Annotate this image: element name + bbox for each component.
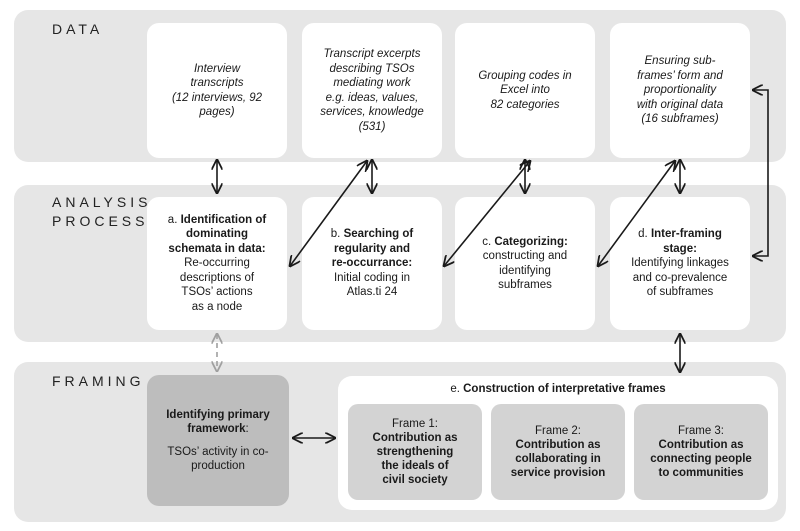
- step-text: and co-prevalence: [632, 271, 728, 284]
- step-title: dominating: [186, 228, 248, 241]
- frame-2-box: Frame 2: Contribution as collaborating i…: [491, 404, 625, 500]
- data-box-4-line: proportionality: [643, 84, 717, 97]
- data-box-2-line: mediating work: [333, 77, 411, 89]
- frame-1-box: Frame 1: Contribution as strengthening t…: [348, 404, 482, 500]
- step-text: Atlas.ti 24: [346, 286, 398, 299]
- data-box-4-line: with original data: [636, 98, 724, 111]
- step-text: Re-occurring: [184, 257, 250, 270]
- data-box-3-line: Grouping codes in: [478, 69, 572, 82]
- step-text: as a node: [191, 300, 243, 313]
- data-box-ensuring-subframes: Ensuring sub- frames’ form and proportio…: [610, 23, 750, 158]
- primary-text: production: [191, 460, 245, 472]
- data-box-transcript-excerpts: Transcript excerpts describing TSOs medi…: [302, 23, 442, 158]
- arrow-diagonal-3: [598, 161, 675, 266]
- frame-title: strengthening: [376, 446, 454, 458]
- data-box-interview-transcripts: Interview transcripts (12 interviews, 92…: [147, 23, 287, 158]
- step-text: of subframes: [646, 286, 714, 299]
- frame-label: Frame 1:: [391, 418, 438, 430]
- analysis-box-a: a. Identification of dominating schemata…: [147, 197, 287, 330]
- analysis-band-label: ANALYSIS PROCESS: [52, 194, 152, 229]
- framing-band-label: FRAMING: [52, 373, 145, 389]
- frames-title-text: Construction of interpretative frames: [463, 383, 666, 395]
- data-box-1-line: Interview: [193, 62, 241, 75]
- frames-title-prefix: e.: [450, 383, 464, 395]
- frame-title: connecting people: [650, 453, 752, 465]
- step-text: TSOs’ actions: [181, 286, 253, 299]
- data-box-2-line: Transcript excerpts: [323, 48, 421, 60]
- frames-title: e. Construction of interpretative frames: [338, 383, 778, 395]
- data-box-2-line: e.g. ideas, values,: [325, 91, 419, 104]
- frame-label: Frame 3:: [677, 425, 724, 437]
- data-box-1-line: pages): [199, 106, 235, 118]
- frame-title: service provision: [510, 467, 606, 479]
- primary-title: Identifying primary: [166, 408, 270, 421]
- arrow-diagonal-1: [290, 161, 367, 266]
- primary-text: TSOs’ activity in co-: [167, 445, 269, 458]
- frame-label: Frame 2:: [534, 425, 581, 437]
- frame-title: to communities: [658, 467, 744, 479]
- frame-title: Contribution as: [658, 439, 744, 451]
- step-text: Initial coding in: [333, 271, 411, 284]
- data-band-label: DATA: [52, 21, 104, 37]
- data-box-2-line: services, knowledge: [320, 106, 424, 118]
- arrow-diagonal-2: [444, 161, 530, 266]
- step-title: schemata in data:: [168, 242, 266, 255]
- data-box-2-line: describing TSOs: [329, 62, 415, 75]
- frame-title: Contribution as: [372, 432, 458, 444]
- data-box-1-line: transcripts: [190, 77, 244, 89]
- data-box-3-line: 82 categories: [490, 98, 560, 111]
- frame-title: the ideals of: [381, 460, 449, 472]
- frame-3-box: Frame 3: Contribution as connecting peop…: [634, 404, 768, 500]
- primary-colon: :: [245, 423, 249, 435]
- data-box-2-line: (531): [358, 120, 386, 133]
- data-box-1-line: (12 interviews, 92: [171, 91, 263, 104]
- primary-title-row: framework:: [187, 422, 248, 437]
- analysis-a-heading: a. Identification of: [168, 213, 266, 228]
- step-prefix: a.: [167, 213, 181, 226]
- step-title: Identification of: [180, 213, 267, 226]
- primary-title: framework: [187, 423, 246, 435]
- arrow-right-loop: [753, 90, 769, 256]
- data-box-3-line: Excel into: [500, 84, 550, 97]
- data-box-4-line: Ensuring sub-: [644, 55, 716, 68]
- primary-framework-box: Identifying primary framework: TSOs’ act…: [147, 375, 289, 506]
- step-text: descriptions of: [179, 271, 255, 284]
- data-box-4-line: frames’ form and: [637, 69, 723, 82]
- frame-title: Contribution as: [515, 439, 601, 451]
- step-text: subframes: [498, 279, 552, 291]
- data-box-4-line: (16 subframes): [641, 113, 719, 126]
- frame-title: civil society: [382, 474, 448, 486]
- frame-title: collaborating in: [515, 453, 601, 465]
- data-box-grouping-codes: Grouping codes in Excel into 82 categori…: [455, 23, 595, 158]
